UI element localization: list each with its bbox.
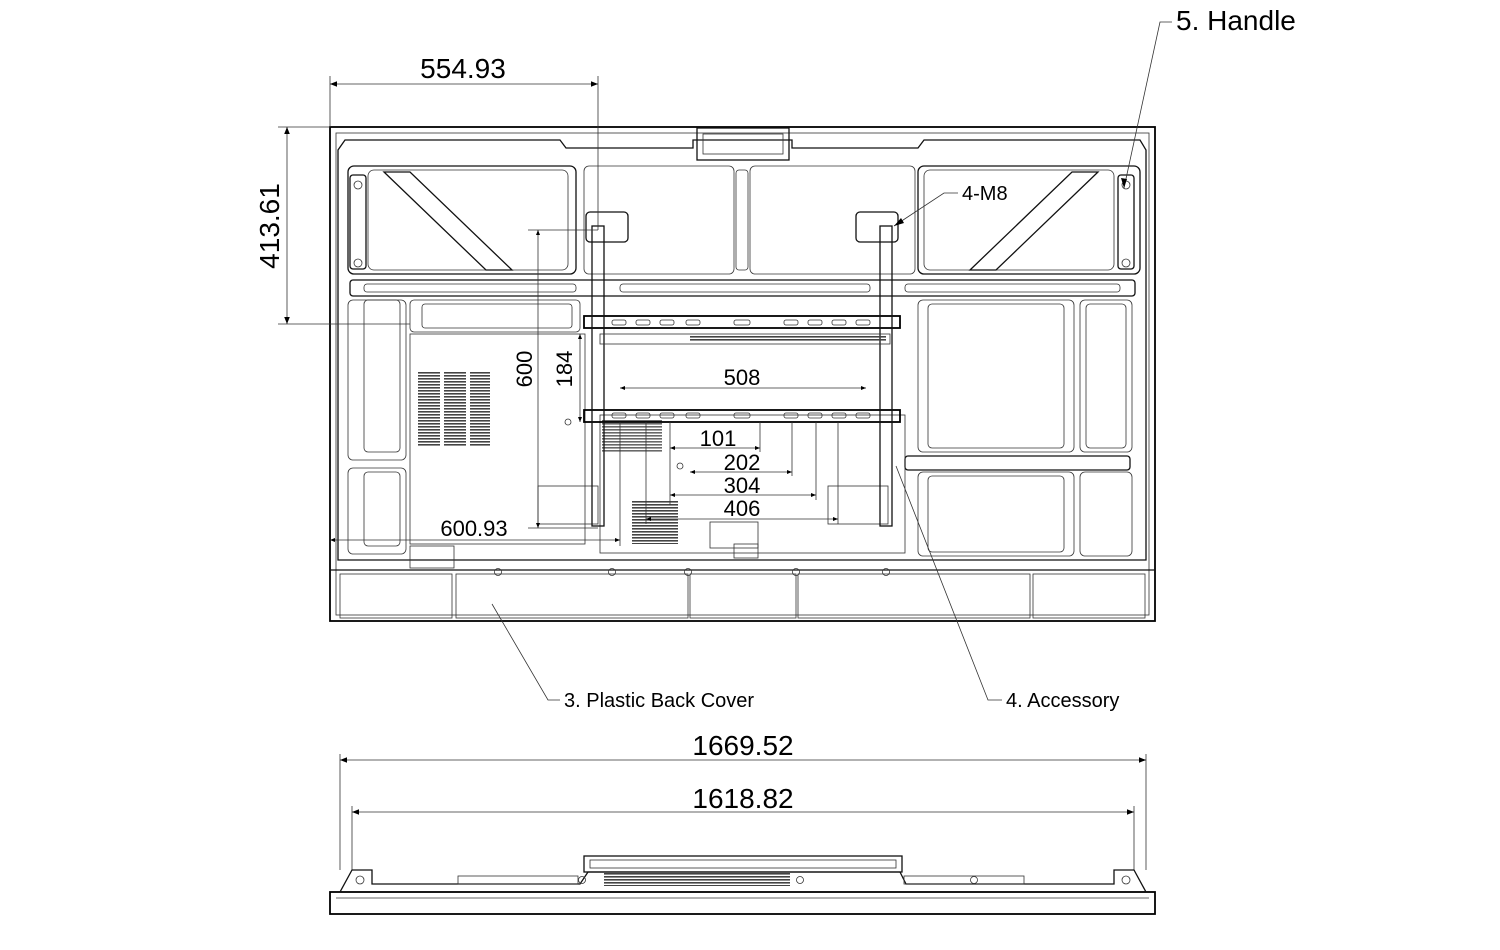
bottom-screws — [494, 418, 890, 576]
dim-413-61: 413.61 — [254, 183, 285, 269]
dim-554-93: 554.93 — [420, 53, 506, 84]
dim-1618-82: 1618.82 — [692, 783, 793, 814]
dimension-lines — [278, 76, 866, 546]
callout-labels: 5. Handle 4-M8 3. Plastic Back Cover 4. … — [564, 5, 1296, 712]
callout-4-m8: 4-M8 — [962, 183, 1008, 205]
bottom-view — [329, 855, 1156, 915]
dim-600-93: 600.93 — [440, 516, 507, 541]
dim-101: 101 — [700, 426, 737, 451]
dimension-labels: 554.93 413.61 600 184 508 101 202 304 40… — [254, 53, 760, 541]
dim-600: 600 — [512, 351, 537, 388]
dim-508: 508 — [724, 365, 761, 390]
bracket-holes — [611, 319, 871, 419]
callout-handle: 5. Handle — [1176, 5, 1296, 36]
dim-1669-52: 1669.52 — [692, 730, 793, 761]
dim-184: 184 — [552, 351, 577, 388]
bottom-view-dimensions: 1669.52 1618.82 — [339, 730, 1147, 870]
rear-view — [329, 126, 1156, 622]
callout-plastic-back-cover: 3. Plastic Back Cover — [564, 690, 754, 712]
callout-leaders — [491, 21, 1172, 701]
callout-accessory: 4. Accessory — [1006, 690, 1119, 712]
dim-202: 202 — [724, 450, 761, 475]
dim-304: 304 — [724, 473, 761, 498]
dim-406: 406 — [724, 496, 761, 521]
